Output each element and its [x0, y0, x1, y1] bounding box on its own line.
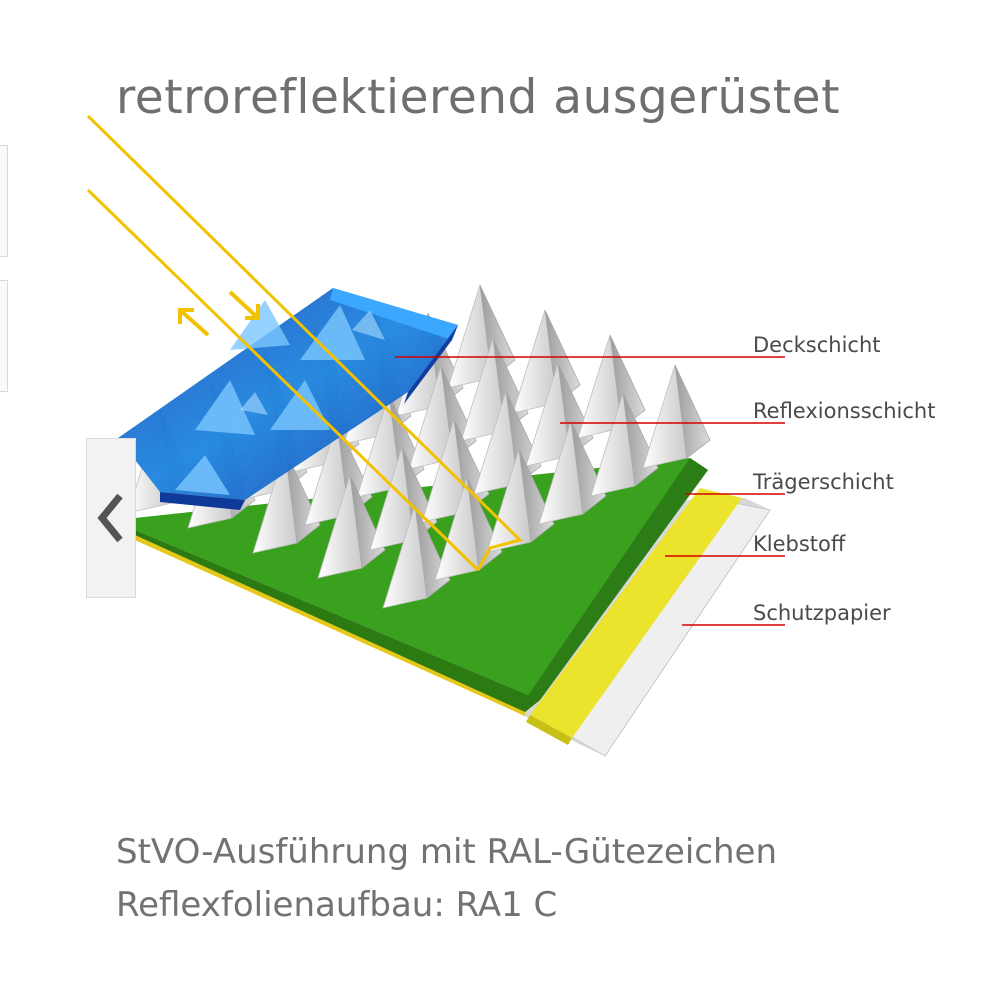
incoming-arrow-icon	[228, 290, 260, 320]
label-schutzpapier: Schutzpapier	[753, 601, 891, 625]
label-deckschicht: Deckschicht	[753, 333, 881, 357]
diagram-title: retroreflektierend ausgerüstet	[116, 70, 840, 125]
previous-slide-button[interactable]	[86, 438, 136, 598]
label-klebstoff: Klebstoff	[753, 532, 846, 556]
label-traegerschicht: Trägerschicht	[753, 470, 894, 494]
caption-line-1: StVO-Ausführung mit RAL-Gütezeichen	[116, 832, 777, 872]
prism-face-shaded	[674, 364, 711, 459]
slider-edge-tab-2	[0, 280, 8, 392]
caption-line-2: Reflexfolienaufbau: RA1 C	[116, 885, 558, 925]
cover-layer	[118, 288, 458, 510]
slider-edge-tab	[0, 145, 8, 257]
label-reflexionsschicht: Reflexionsschicht	[753, 399, 936, 423]
chevron-left-icon	[97, 493, 123, 543]
adhesive-layer	[526, 488, 742, 745]
light-ray	[86, 114, 523, 572]
reflected-arrow-icon	[178, 308, 210, 337]
